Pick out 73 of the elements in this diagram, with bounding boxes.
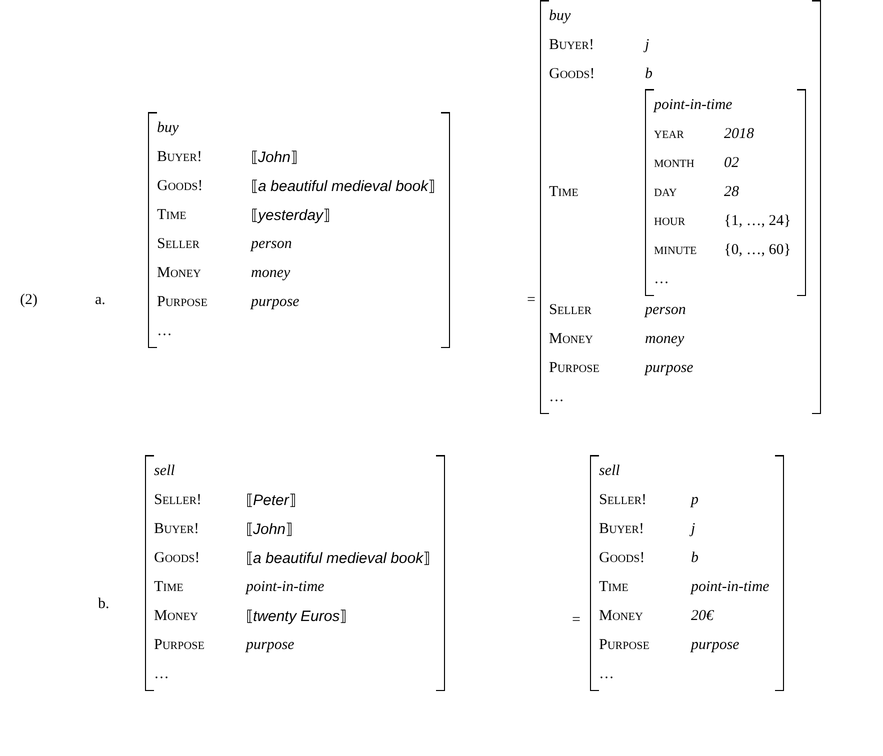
feature-name: Seller: [549, 302, 593, 319]
feature-name: Seller!: [154, 492, 203, 509]
feature-value: person: [645, 302, 686, 319]
feature-value: 28: [724, 184, 739, 201]
feature-name: Buyer!: [154, 521, 200, 538]
feature-name: day: [654, 184, 678, 201]
feature-name: Time: [549, 184, 580, 201]
feature-name: Money: [154, 608, 199, 625]
feature-value: ⟦a beautiful medieval book⟧: [251, 177, 436, 196]
feature-value: point-in-time: [246, 579, 324, 596]
feature-value: ⟦Peter⟧: [246, 491, 296, 510]
feature-value: purpose: [645, 360, 694, 377]
ellipsis: …: [599, 666, 614, 683]
type-label: point-in-time: [654, 97, 732, 114]
feature-name: Buyer!: [599, 521, 645, 538]
equals-sign: =: [527, 292, 536, 309]
feature-name: Money: [599, 608, 644, 625]
ellipsis: …: [154, 666, 169, 683]
feature-name: Time: [599, 579, 630, 596]
example-number: (2): [20, 292, 38, 309]
feature-value: {0, …, 60}: [724, 242, 791, 259]
feature-value: j: [691, 521, 696, 538]
feature-name: Money: [157, 265, 202, 282]
feature-value: 02: [724, 155, 739, 172]
feature-value: money: [645, 331, 684, 348]
item-label: a.: [95, 292, 106, 309]
feature-value: ⟦John⟧: [251, 148, 298, 167]
feature-value: money: [251, 265, 290, 282]
feature-value: ⟦yesterday⟧: [251, 206, 330, 225]
feature-name: month: [654, 155, 696, 172]
feature-value: purpose: [246, 637, 294, 654]
feature-name: Buyer!: [549, 37, 595, 54]
feature-value: 20€: [691, 608, 714, 625]
type-label: sell: [154, 463, 175, 480]
type-label: sell: [599, 463, 620, 480]
feature-name: Goods!: [154, 550, 201, 567]
feature-name: Buyer!: [157, 149, 203, 166]
feature-value: {1, …, 24}: [724, 213, 791, 230]
feature-name: year: [654, 126, 685, 143]
feature-value: b: [691, 550, 698, 567]
item-label: b.: [98, 596, 110, 613]
type-label: buy: [549, 8, 571, 25]
feature-value: purpose: [691, 637, 740, 654]
feature-name: minute: [654, 242, 698, 259]
feature-value: 2018: [724, 126, 754, 143]
ellipsis: …: [654, 271, 669, 288]
feature-value: ⟦twenty Euros⟧: [246, 607, 347, 626]
feature-name: Seller: [157, 236, 201, 253]
type-label: buy: [157, 120, 179, 137]
ellipsis: …: [549, 389, 564, 406]
equals-sign: =: [572, 612, 580, 629]
feature-value: purpose: [251, 294, 300, 311]
feature-name: Money: [549, 331, 594, 348]
feature-name: Purpose: [549, 360, 601, 377]
feature-value: ⟦John⟧: [246, 520, 293, 539]
feature-value: j: [645, 37, 650, 54]
feature-value: point-in-time: [691, 579, 770, 596]
feature-name: Purpose: [157, 294, 209, 311]
feature-name: Goods!: [599, 550, 646, 567]
feature-value: p: [691, 492, 698, 509]
feature-name: Purpose: [599, 637, 651, 654]
feature-name: Time: [157, 207, 188, 224]
feature-name: hour: [654, 213, 686, 230]
feature-name: Purpose: [154, 637, 206, 654]
feature-value: b: [645, 66, 652, 83]
feature-value: person: [251, 236, 292, 253]
feature-name: Time: [154, 579, 184, 596]
ellipsis: …: [157, 323, 172, 340]
feature-name: Seller!: [599, 492, 648, 509]
feature-name: Goods!: [157, 178, 204, 195]
attribute-value-matrix: [540, 0, 821, 414]
feature-name: Goods!: [549, 66, 596, 83]
feature-value: ⟦a beautiful medieval book⟧: [246, 549, 430, 568]
